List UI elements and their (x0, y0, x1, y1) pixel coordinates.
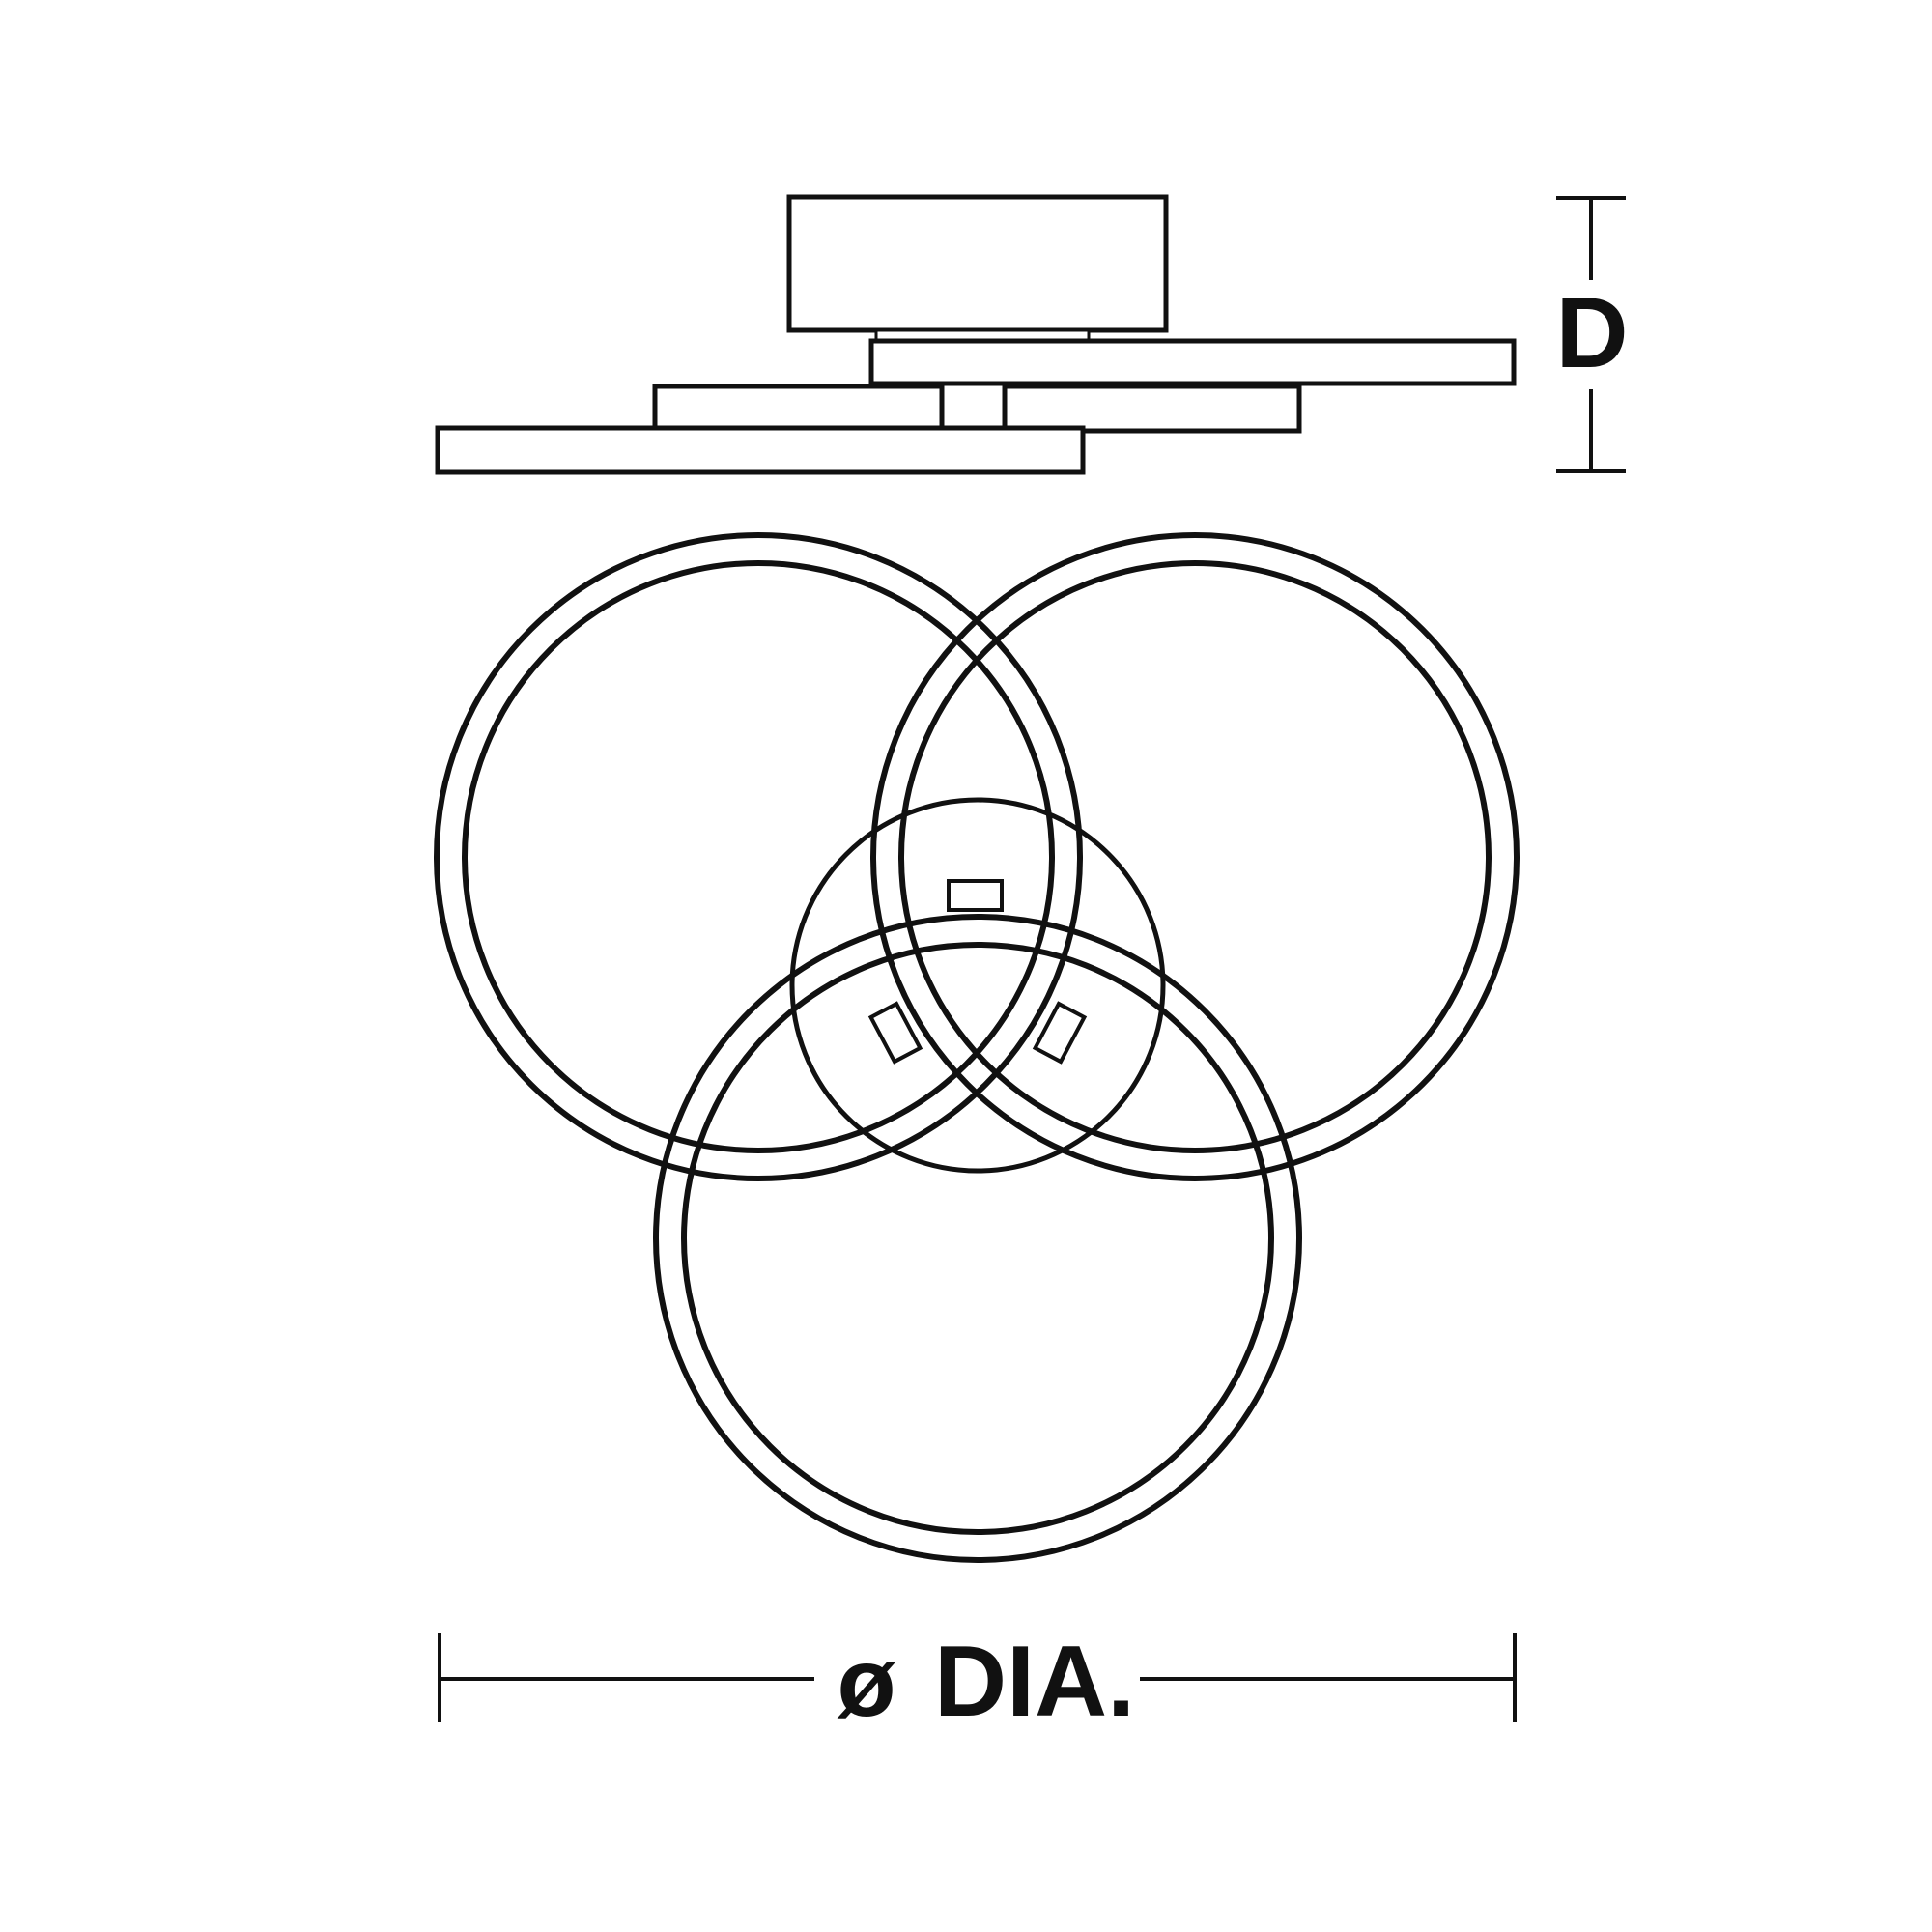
side-view (435, 194, 1517, 475)
upper-ring-side (868, 338, 1517, 386)
mounting-tab-left (867, 1001, 923, 1065)
ring-left-outer (434, 532, 1083, 1181)
ring-right-inner (898, 560, 1492, 1153)
center-post (939, 381, 1008, 431)
ring-left (434, 532, 1083, 1181)
diameter-label: DIA. (934, 1626, 1135, 1738)
ring-bottom (653, 914, 1302, 1563)
ring-bottom-outer (653, 914, 1302, 1563)
ring-left-inner (462, 560, 1055, 1153)
ring-right-outer (870, 532, 1520, 1181)
mounting-tab-right (1032, 1001, 1088, 1065)
lower-ring-side (435, 425, 1086, 475)
diameter-dimension (438, 1633, 1517, 1722)
depth-label: D (1555, 277, 1628, 389)
top-view (434, 532, 1520, 1563)
canopy-top (789, 797, 1166, 1174)
canopy-side (786, 194, 1169, 333)
depth-dimension (1556, 196, 1626, 473)
diameter-symbol: ø (837, 1629, 895, 1737)
ring-right (870, 532, 1520, 1181)
ring-bottom-inner (681, 942, 1274, 1535)
mounting-tab-top (947, 879, 1004, 912)
